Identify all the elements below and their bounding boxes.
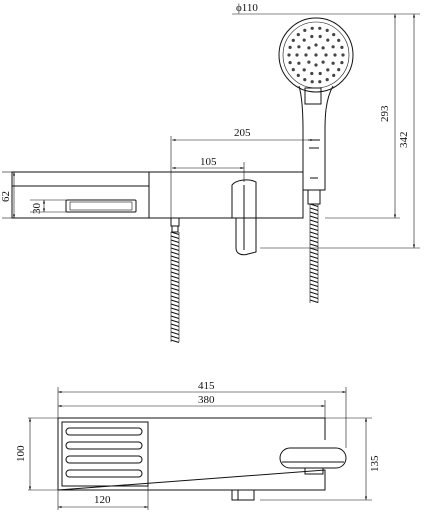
spray-hole <box>302 68 306 72</box>
spray-hole <box>318 80 322 84</box>
dim-62: 62 <box>0 191 12 202</box>
spray-hole <box>295 53 299 57</box>
spray-hole <box>324 53 328 57</box>
front-view: ϕ110 293 342 205 105 62 <box>0 2 420 343</box>
spray-hole <box>333 53 337 57</box>
spray-hole <box>332 33 336 37</box>
spray-hole <box>310 80 314 84</box>
shower-head-top <box>279 447 347 475</box>
spray-hole <box>318 34 322 39</box>
spray-hole <box>340 61 344 65</box>
dim-head-diameter: ϕ110 <box>236 2 258 14</box>
dim-30: 30 <box>31 203 43 215</box>
spray-hole <box>337 38 341 43</box>
top-view: 415 380 100 135 120 <box>15 380 381 510</box>
spray-hole <box>303 28 307 32</box>
spray-hole <box>302 38 306 42</box>
spray-hole <box>307 46 311 50</box>
mode-button <box>304 87 322 105</box>
dim-100: 100 <box>15 445 27 462</box>
top-dimensions: 415 380 100 135 120 <box>15 380 381 510</box>
spray-hole <box>318 71 322 76</box>
dim-105: 105 <box>200 156 217 168</box>
spray-hole <box>318 26 322 30</box>
spray-hole <box>310 34 314 39</box>
spray-hole <box>314 63 318 67</box>
lever-nub <box>231 489 255 501</box>
top-body-outline <box>57 417 326 491</box>
dim-120: 120 <box>94 494 111 506</box>
spray-holes <box>287 26 345 84</box>
spray-hole <box>297 61 301 65</box>
spray-hole <box>326 38 330 42</box>
dim-415: 415 <box>198 380 215 392</box>
spray-hole <box>310 26 314 30</box>
left-hose <box>170 217 180 343</box>
dim-205: 205 <box>234 127 251 139</box>
spray-hole <box>310 71 314 76</box>
front-dimensions: ϕ110 293 342 205 105 62 <box>0 2 420 249</box>
right-hose <box>307 189 321 303</box>
spray-hole <box>331 45 335 49</box>
spray-hole <box>337 68 341 72</box>
spray-hole <box>340 45 344 50</box>
spray-hole <box>326 68 330 72</box>
dim-135: 135 <box>369 455 381 472</box>
spray-hole <box>288 45 292 50</box>
spray-hole <box>287 53 291 57</box>
soap-dish <box>61 421 149 487</box>
spray-hole <box>325 78 329 82</box>
spray-hole <box>341 53 345 57</box>
soap-dish-slots <box>65 427 143 478</box>
spray-hole <box>296 33 300 37</box>
hand-shower-handle <box>298 85 334 191</box>
spray-hole <box>304 53 308 57</box>
spray-hole <box>291 38 295 43</box>
spray-hole <box>291 68 295 72</box>
dim-293: 293 <box>379 105 391 122</box>
spray-hole <box>288 61 292 65</box>
spray-hole <box>332 73 336 77</box>
spray-hole <box>331 61 335 65</box>
hand-shower-head <box>278 17 354 105</box>
spray-hole <box>307 60 311 64</box>
hose-coil <box>309 203 319 303</box>
shelf-slot <box>65 199 137 213</box>
hose-coil <box>170 231 180 343</box>
dim-380: 380 <box>198 394 215 406</box>
spray-hole <box>314 53 318 57</box>
spray-hole <box>303 78 307 82</box>
spray-hole <box>325 28 329 32</box>
spray-hole <box>321 60 325 64</box>
spray-hole <box>314 43 318 47</box>
dim-342: 342 <box>398 132 410 149</box>
lever-handle <box>231 179 257 256</box>
mixer-body <box>11 171 304 219</box>
spray-hole <box>321 46 325 50</box>
spray-hole <box>297 45 301 49</box>
spray-hole <box>296 73 300 77</box>
